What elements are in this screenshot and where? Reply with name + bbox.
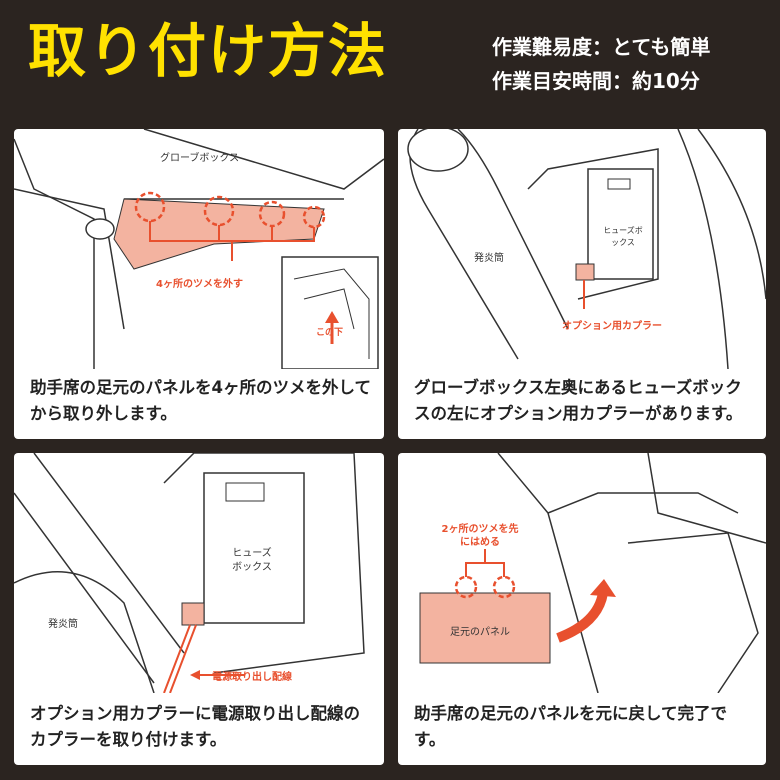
step-2-caption: グローブボックス左奥にあるヒューズボックスの左にオプション用カプラーがあります。 — [414, 378, 743, 423]
step-4-panel: 2ヶ所のツメを先にはめる 足元のパネル 助手席の足元のパネルを元に戻して完了です… — [398, 453, 766, 765]
difficulty-text: 作業難易度：とても簡単 — [492, 35, 711, 59]
coupler-label: オプション用カプラー — [562, 321, 662, 332]
under-label: この下 — [316, 328, 344, 338]
wire-label: 電源取り出し配線 — [212, 672, 292, 683]
fusebox-label: ヒューズボックス — [232, 548, 272, 573]
work-info: 作業難易度：とても簡単 作業目安時間：約10分 — [492, 30, 710, 98]
glovebox-label: グローブボックス — [160, 153, 240, 164]
page-title: 取り付け方法 — [28, 17, 389, 85]
panel-label: 足元のパネル — [450, 627, 510, 638]
step-1-caption: 助手席の足元のパネルを4ヶ所のツメを外してから取り外します。 — [30, 378, 371, 423]
fusebox-label: ヒューズボックス — [603, 226, 643, 247]
step-2-illustration — [407, 129, 766, 369]
step-3-caption: オプション用カプラーに電源取り出し配線のカプラーを取り付けます。 — [30, 704, 360, 749]
extinguisher-label: 発炎筒 — [48, 619, 78, 630]
step-4-caption: 助手席の足元のパネルを元に戻して完了です。 — [414, 704, 728, 749]
step-2-panel: 発炎筒 ヒューズボックス オプション用カプラー グローブボックス左奥にあるヒュー… — [398, 129, 766, 439]
step-1-illustration — [14, 129, 384, 369]
extinguisher-label: 発炎筒 — [474, 253, 504, 264]
claws-label: 4ヶ所のツメを外す — [156, 279, 243, 290]
step-1-panel: グローブボックス 4ヶ所のツメを外す この下 助手席の足元のパネルを4ヶ所のツメ… — [14, 129, 384, 439]
time-text: 作業目安時間：約10分 — [492, 69, 700, 93]
claws-label: 2ヶ所のツメを先にはめる — [441, 524, 519, 548]
step-3-panel: ヒューズボックス 発炎筒 電源取り出し配線 オプション用カプラーに電源取り出し配… — [14, 453, 384, 765]
step-4-illustration — [419, 453, 766, 693]
step-3-illustration — [14, 453, 365, 693]
